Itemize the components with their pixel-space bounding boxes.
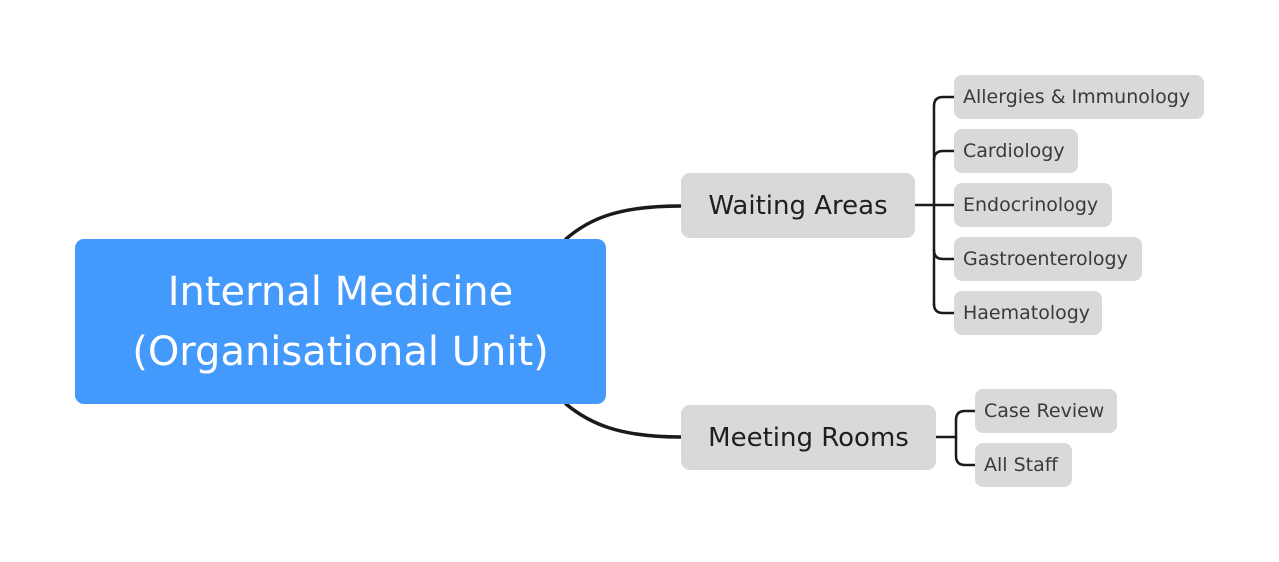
connector-gastroenterology [932, 248, 956, 261]
root-topic-line-1: Internal Medicine [167, 268, 514, 315]
leaf-gastroenterology[interactable]: Gastroenterology [954, 237, 1142, 281]
leaf-allergies-immunology[interactable]: Allergies & Immunology [954, 75, 1204, 119]
connector-haematology [932, 302, 956, 315]
branch-meeting-rooms[interactable]: Meeting Rooms [681, 405, 936, 470]
leaf-label: All Staff [984, 454, 1058, 476]
leaf-label: Endocrinology [963, 194, 1099, 216]
connector-all-staff [954, 454, 977, 467]
root-topic-node[interactable]: Internal Medicine (Organisational Unit) [75, 239, 606, 404]
leaf-label: Allergies & Immunology [963, 86, 1191, 108]
branch-waiting-areas[interactable]: Waiting Areas [681, 173, 915, 238]
connector-cardiology [932, 149, 956, 162]
connector-case-review [954, 409, 977, 422]
leaf-all-staff[interactable]: All Staff [975, 443, 1072, 487]
leaf-haematology[interactable]: Haematology [954, 291, 1102, 335]
connector-root-waiting-areas [564, 204, 683, 241]
branch-meeting-rooms-label: Meeting Rooms [708, 422, 909, 453]
leaf-label: Gastroenterology [963, 248, 1128, 270]
leaf-label: Case Review [984, 400, 1105, 422]
leaf-case-review[interactable]: Case Review [975, 389, 1117, 433]
leaf-label: Cardiology [963, 140, 1065, 162]
leaf-label: Haematology [963, 302, 1091, 324]
connector-root-meeting-rooms [564, 402, 683, 439]
leaf-endocrinology[interactable]: Endocrinology [954, 183, 1112, 227]
branch-waiting-areas-label: Waiting Areas [708, 190, 888, 221]
root-topic-line-2: (Organisational Unit) [132, 328, 549, 375]
leaf-cardiology[interactable]: Cardiology [954, 129, 1078, 173]
connector-allergies-immunology [932, 95, 956, 108]
